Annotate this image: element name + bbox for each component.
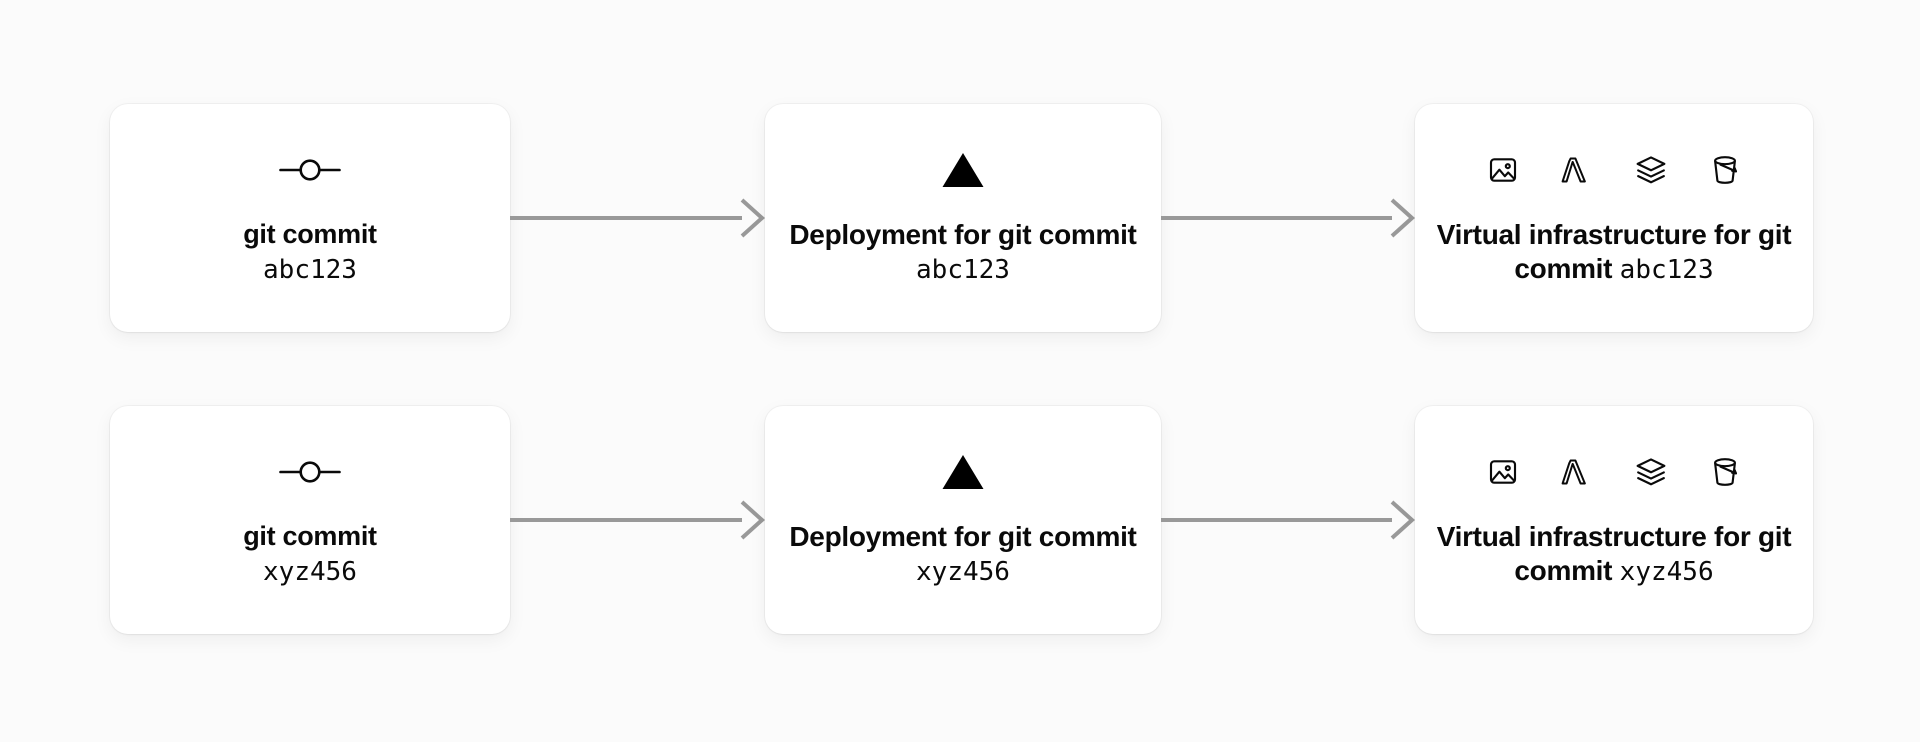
card-icon-row	[1487, 452, 1741, 492]
bucket-icon	[1709, 456, 1741, 488]
virtual-infrastructure-hash: xyz456	[1619, 556, 1714, 587]
git-commit-card[interactable]: git commit xyz456	[110, 406, 510, 634]
git-commit-card[interactable]: git commit abc123	[110, 104, 510, 332]
deployment-hash: xyz456	[916, 556, 1010, 587]
bucket-icon	[1709, 154, 1741, 186]
pipeline-row: git commit abc123 Deployment for git co	[0, 104, 1920, 332]
deployment-label-text: Deployment for git commit	[789, 218, 1137, 250]
layers-icon	[1635, 456, 1667, 488]
arrow-deployment-to-infrastructure	[1161, 198, 1415, 238]
card-icon-row	[279, 150, 341, 190]
layers-icon	[1635, 154, 1667, 186]
virtual-infrastructure-card[interactable]: Virtual infrastructure for git commit ab…	[1415, 104, 1813, 332]
arrow-commit-to-deployment	[510, 198, 765, 238]
deployment-card[interactable]: Deployment for git commit abc123	[765, 104, 1161, 332]
git-commit-icon	[279, 460, 341, 484]
virtual-infrastructure-label-text: Virtual infrastructure for git commit	[1436, 520, 1792, 586]
vercel-triangle-icon	[942, 152, 984, 188]
arrow-deployment-to-infrastructure	[1161, 500, 1415, 540]
deployment-hash: abc123	[916, 254, 1010, 285]
card-icon-row	[1487, 150, 1741, 190]
deployment-label: Deployment for git commit abc123	[783, 218, 1143, 286]
git-commit-icon	[279, 158, 341, 182]
vercel-triangle-icon	[942, 454, 984, 490]
virtual-infrastructure-hash: abc123	[1619, 254, 1714, 285]
lambda-icon	[1561, 154, 1593, 186]
virtual-infrastructure-label-text: Virtual infrastructure for git commit	[1436, 218, 1792, 284]
deployment-label-text: Deployment for git commit	[789, 520, 1137, 552]
pipeline-row: git commit xyz456 Deployment for git com…	[0, 406, 1920, 634]
git-commit-label: git commit abc123	[243, 218, 377, 286]
card-icon-row	[279, 452, 341, 492]
arrow-commit-to-deployment	[510, 500, 765, 540]
deployment-card[interactable]: Deployment for git commit xyz456	[765, 406, 1161, 634]
virtual-infrastructure-label: Virtual infrastructure for git commit xy…	[1433, 520, 1795, 588]
deployment-label: Deployment for git commit xyz456	[783, 520, 1143, 588]
virtual-infrastructure-card[interactable]: Virtual infrastructure for git commit xy…	[1415, 406, 1813, 634]
lambda-icon	[1561, 456, 1593, 488]
card-icon-row	[942, 452, 984, 492]
git-commit-label-text: git commit	[243, 218, 377, 249]
git-commit-label: git commit xyz456	[243, 520, 377, 588]
git-commit-label-text: git commit	[243, 520, 377, 551]
git-commit-hash: xyz456	[263, 556, 357, 587]
git-commit-hash: abc123	[263, 254, 357, 285]
card-icon-row	[942, 150, 984, 190]
image-icon	[1487, 456, 1519, 488]
image-icon	[1487, 154, 1519, 186]
virtual-infrastructure-label: Virtual infrastructure for git commit ab…	[1433, 218, 1795, 286]
